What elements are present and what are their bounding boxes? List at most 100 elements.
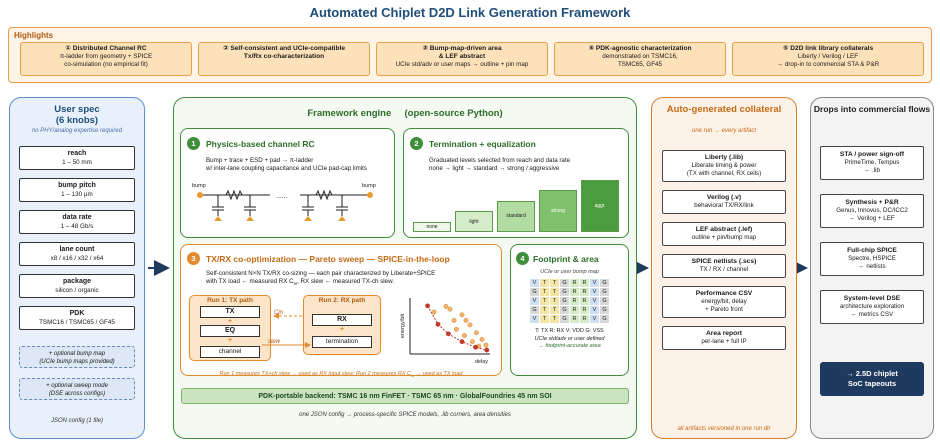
- bump-cell: T: [540, 279, 549, 287]
- plus-sign: +: [339, 326, 345, 333]
- bump-cell: R: [570, 306, 579, 314]
- bump-cell: T: [540, 297, 549, 305]
- ladder-ellipsis: ......: [276, 193, 288, 200]
- highlight-card: ⑤ D2D link library collaterals Liberty /…: [732, 42, 924, 76]
- termination-step-none: none: [413, 221, 451, 232]
- bump-cell: R: [580, 297, 589, 305]
- footprint-legend: T: TX R: RX V: VDD G: VSS UCIe std/adv o…: [534, 328, 605, 349]
- pareto-sample-point: [447, 306, 453, 312]
- pareto-sample-point: [467, 322, 473, 328]
- cin-label: Cin: [274, 310, 284, 316]
- bump-cell: T: [550, 288, 559, 296]
- artifact-liberty: Liberty (.lib)Liberate timing & power(TX…: [662, 150, 786, 182]
- highlight-card: ② Self-consistent and UCIe-compatible Tx…: [198, 42, 370, 76]
- bump-label-left: bump: [192, 183, 206, 189]
- bump-cell: G: [600, 297, 609, 305]
- chip-rx: RX: [312, 314, 372, 326]
- pareto-sample-point: [459, 312, 465, 318]
- bump-label-right: bump: [362, 183, 376, 189]
- bump-cell: G: [530, 288, 539, 296]
- bump-cell: T: [550, 315, 559, 323]
- footprint-box: [510, 244, 629, 376]
- bump-cell: G: [600, 306, 609, 314]
- highlight-title: ④ PDK-agnostic characterization: [588, 45, 692, 52]
- pareto-x-label: delay: [475, 359, 488, 365]
- highlight-card: ① Distributed Channel RC π-ladder from g…: [20, 42, 192, 76]
- bump-cell: G: [600, 315, 609, 323]
- bump-cell: G: [560, 297, 569, 305]
- highlight-card: ③ Bump-map-driven area & LEF abstract UC…: [376, 42, 548, 76]
- collateral-note: one run → every artifact: [691, 128, 757, 134]
- highlight-line: Tx/Rx co-characterization: [243, 53, 325, 60]
- termination-step-standard: standard: [497, 200, 535, 232]
- pareto-sample-point: [473, 330, 479, 336]
- collateral-footer: all artifacts versioned in one run dir: [677, 426, 771, 432]
- pareto-sample-point: [483, 342, 489, 348]
- highlight-line: Liberty / Verilog / LEF: [797, 53, 859, 60]
- highlight-line: & LEF abstract: [438, 53, 486, 60]
- bump-cell: G: [560, 279, 569, 287]
- highlight-line: → drop-in to commercial STA & P&R: [776, 61, 880, 68]
- step-number-1: 1: [187, 137, 200, 150]
- bump-cell: T: [540, 306, 549, 314]
- pareto-front-point: [446, 331, 451, 337]
- page-title: Automated Chiplet D2D Link Generation Fr…: [309, 5, 631, 20]
- bump-cell: V: [590, 297, 599, 305]
- optional-bump-map: + optional bump map(UCIe bump maps provi…: [19, 346, 135, 368]
- step-number-2: 2: [410, 137, 423, 150]
- chip-channel: channel: [200, 346, 260, 358]
- bump-cell: R: [580, 315, 589, 323]
- step-number-4: 4: [516, 252, 529, 265]
- bump-cell: T: [540, 315, 549, 323]
- bump-cell: R: [580, 288, 589, 296]
- bump-cell: G: [560, 315, 569, 323]
- artifact-spice-netlists: SPICE netlists (.scs)TX / RX / channel: [662, 254, 786, 278]
- highlights-label: Highlights: [14, 31, 54, 40]
- optional-sweep-mode: + optional sweep mode(DSE across configs…: [19, 378, 135, 400]
- plus-sign: +: [227, 337, 233, 344]
- pareto-front-point: [473, 344, 478, 350]
- pareto-sample-point: [431, 309, 437, 315]
- bump-cell: V: [530, 297, 539, 305]
- pareto-sample-point: [451, 317, 457, 323]
- collateral-title: Auto-generated collateral: [666, 104, 782, 115]
- bump-cell: R: [570, 297, 579, 305]
- pareto-front-point: [484, 347, 490, 353]
- run2-title: Run 2: RX path: [318, 297, 366, 304]
- bump-cell: R: [580, 306, 589, 314]
- physics-title: Physics-based channel RC: [206, 139, 315, 149]
- bump-cell: V: [530, 315, 539, 323]
- pareto-sample-point: [463, 317, 469, 323]
- bump-cell: V: [590, 315, 599, 323]
- highlight-line: UCIe std/adv or user maps → outline + pi…: [395, 61, 529, 68]
- highlight-title: ① Distributed Channel RC: [65, 45, 147, 52]
- bump-cell: G: [530, 306, 539, 314]
- bump-cell: T: [550, 297, 559, 305]
- highlight-title: ⑤ D2D link library collaterals: [782, 45, 874, 52]
- highlight-line: π-ladder from geometry + SPICE: [59, 53, 153, 60]
- pi-ladder-schematic: bump bump ......: [192, 183, 376, 221]
- highlight-title: ② Self-consistent and UCIe-compatible: [222, 45, 346, 52]
- highlight-card: ④ PDK-agnostic characterization demonstr…: [554, 42, 726, 76]
- bump-cell: R: [570, 315, 579, 323]
- pareto-sample-point: [453, 326, 459, 332]
- chip-tx: TX: [200, 306, 260, 318]
- engine-footer: one JSON config → process-specific SPICE…: [299, 412, 511, 418]
- cooptimization-description: Self-consistent N×N TX/RX co-sizing — ea…: [206, 270, 436, 287]
- termination-step-aggr: aggr.: [581, 179, 619, 232]
- pareto-front-point: [425, 303, 430, 309]
- highlight-line: co-simulation (no empirical fit): [64, 61, 148, 68]
- chip-termination: termination: [312, 336, 372, 348]
- bump-cell: V: [590, 306, 599, 314]
